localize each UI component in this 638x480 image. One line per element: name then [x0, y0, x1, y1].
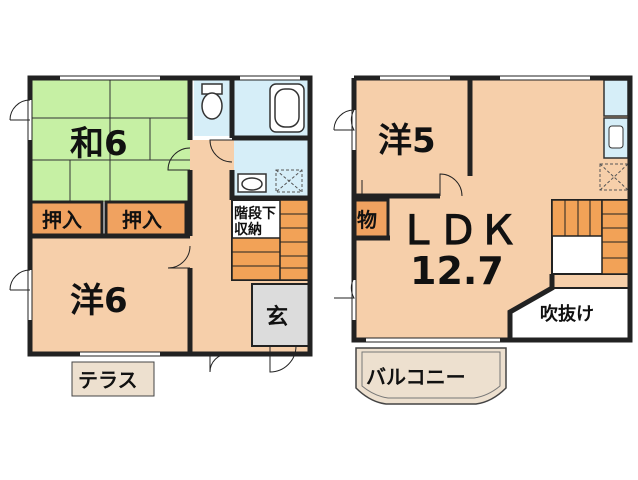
- storage-label: 物: [357, 208, 377, 232]
- washbasin-icon: [237, 173, 267, 193]
- windows-floor1: [28, 76, 300, 356]
- window-frames-floor2: [351, 75, 590, 343]
- stairs-floor2: [551, 199, 631, 275]
- oshiire-2-label: 押入: [122, 208, 162, 232]
- youshitsu6-room: [30, 238, 190, 354]
- ldk-size-label: 12.7: [410, 249, 504, 293]
- doors-floor1: [9, 99, 297, 373]
- toilet-icon: [201, 83, 223, 120]
- youshitsu5-room: [354, 78, 470, 192]
- floor1: 和6 押入 押入 洋6 階段下 収納 玄 テラス: [9, 75, 313, 397]
- ldk-label: ＬＤＫ: [398, 208, 518, 254]
- oshiire-1-label: 押入: [42, 208, 82, 232]
- washitsu-label: 和6: [70, 124, 128, 164]
- balcony-inner: [361, 351, 501, 399]
- refrigerator-icon: [603, 79, 629, 117]
- entrance-label: 玄: [266, 304, 288, 330]
- balcony-label: バルコニー: [366, 365, 466, 389]
- balcony: [355, 347, 507, 405]
- terrace: [71, 361, 155, 397]
- kitchen-sink-icon: [603, 117, 629, 159]
- stair-storage-label-2: 収納: [234, 221, 262, 238]
- walls-floor1: [27, 75, 313, 357]
- fukinuke-label: 吹抜け: [540, 303, 594, 325]
- tatami-lines: [30, 78, 190, 202]
- terrace-label: テラス: [78, 368, 138, 392]
- youshitsu5-label: 洋5: [378, 121, 436, 161]
- doors-floor2: [333, 109, 463, 299]
- youshitsu6-label: 洋6: [70, 281, 128, 321]
- bathtub-icon: [269, 83, 305, 133]
- stair-storage-label-1: 階段下: [234, 205, 276, 222]
- washer-pan-icon: [275, 169, 303, 193]
- oshiire-1: [28, 200, 104, 238]
- floor2: 洋5 物 ＬＤＫ 12.7 吹抜け バルコニー: [333, 75, 633, 405]
